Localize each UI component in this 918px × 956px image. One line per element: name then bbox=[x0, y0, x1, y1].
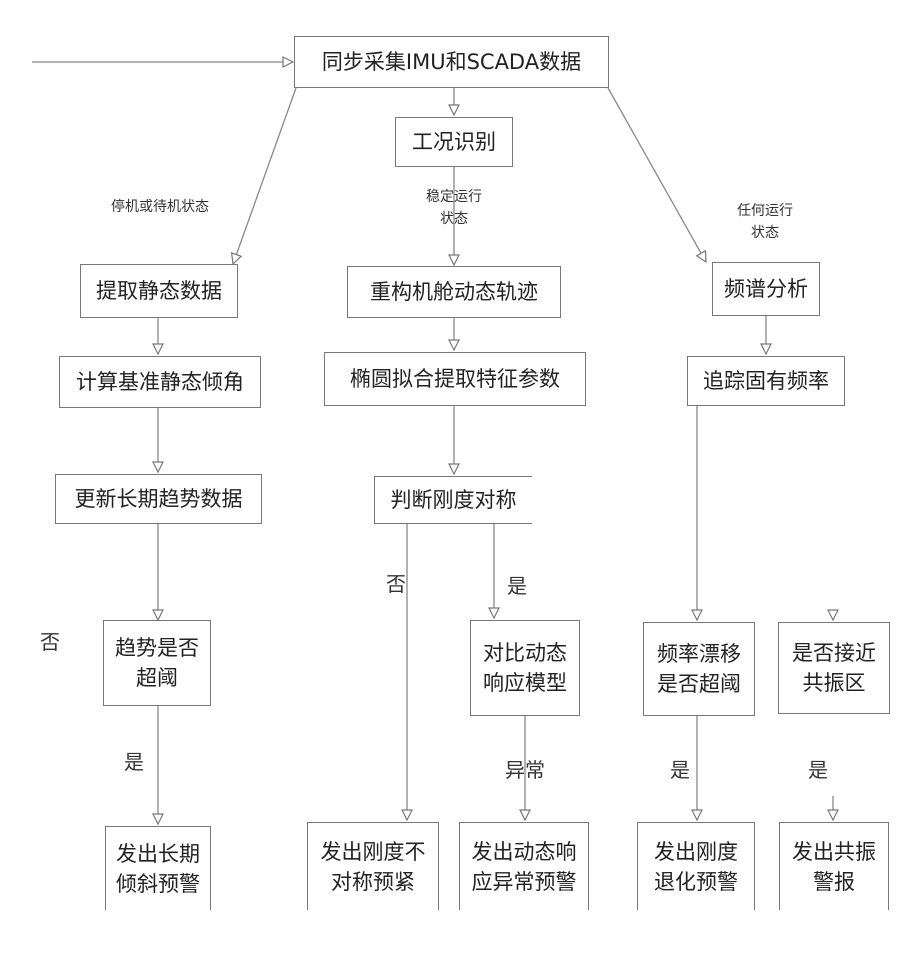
spectrum-analysis-node: 频谱分析 bbox=[712, 262, 820, 316]
trend-yes-label: 是 bbox=[120, 750, 148, 774]
stiffness-yes-label: 是 bbox=[503, 574, 531, 598]
compare-dynamic-model-node: 对比动态 响应模型 bbox=[470, 620, 580, 716]
arrow-sync-static bbox=[233, 88, 296, 264]
condition-recognition-node: 工况识别 bbox=[395, 117, 513, 167]
stopped-state-label: 停机或待机状态 bbox=[80, 196, 240, 218]
ellipse-fit-node: 椭圆拟合提取特征参数 bbox=[324, 352, 586, 406]
trend-threshold-check-node: 趋势是否 超阈 bbox=[103, 620, 211, 706]
long-term-tilt-alarm-node: 发出长期 倾斜预警 bbox=[105, 826, 211, 910]
stiffness-no-label: 否 bbox=[382, 572, 410, 596]
sync-data-node: 同步采集IMU和SCADA数据 bbox=[294, 36, 609, 88]
reconstruct-trajectory-node: 重构机舱动态轨迹 bbox=[347, 266, 561, 318]
calc-static-tilt-node: 计算基准静态倾角 bbox=[59, 356, 261, 408]
resonance-zone-check-node: 是否接近 共振区 bbox=[778, 622, 890, 714]
extract-static-data-node: 提取静态数据 bbox=[80, 264, 238, 318]
update-trend-data-node: 更新长期趋势数据 bbox=[55, 474, 262, 524]
stiffness-degradation-alarm-node: 发出刚度 退化预警 bbox=[637, 822, 755, 910]
dynamic-response-alarm-node: 发出动态响 应异常预警 bbox=[459, 822, 589, 910]
resonance-yes-label: 是 bbox=[804, 758, 832, 782]
drift-yes-label: 是 bbox=[666, 758, 694, 782]
track-natural-frequency-node: 追踪固有频率 bbox=[687, 356, 845, 406]
stable-state-label: 稳定运行 状态 bbox=[404, 186, 504, 230]
stiffness-asymmetry-alarm-node: 发出刚度不 对称预紧 bbox=[307, 822, 439, 910]
arrow-sync-spectrum bbox=[608, 88, 706, 262]
abnormal-label: 异常 bbox=[497, 758, 553, 782]
trend-no-label: 否 bbox=[36, 630, 64, 654]
resonance-alarm-node: 发出共振 警报 bbox=[779, 822, 889, 910]
stiffness-symmetry-check-node: 判断刚度对称 bbox=[374, 476, 532, 524]
frequency-drift-check-node: 频率漂移 是否超阈 bbox=[643, 622, 755, 716]
any-state-label: 任何运行 状态 bbox=[720, 200, 810, 244]
